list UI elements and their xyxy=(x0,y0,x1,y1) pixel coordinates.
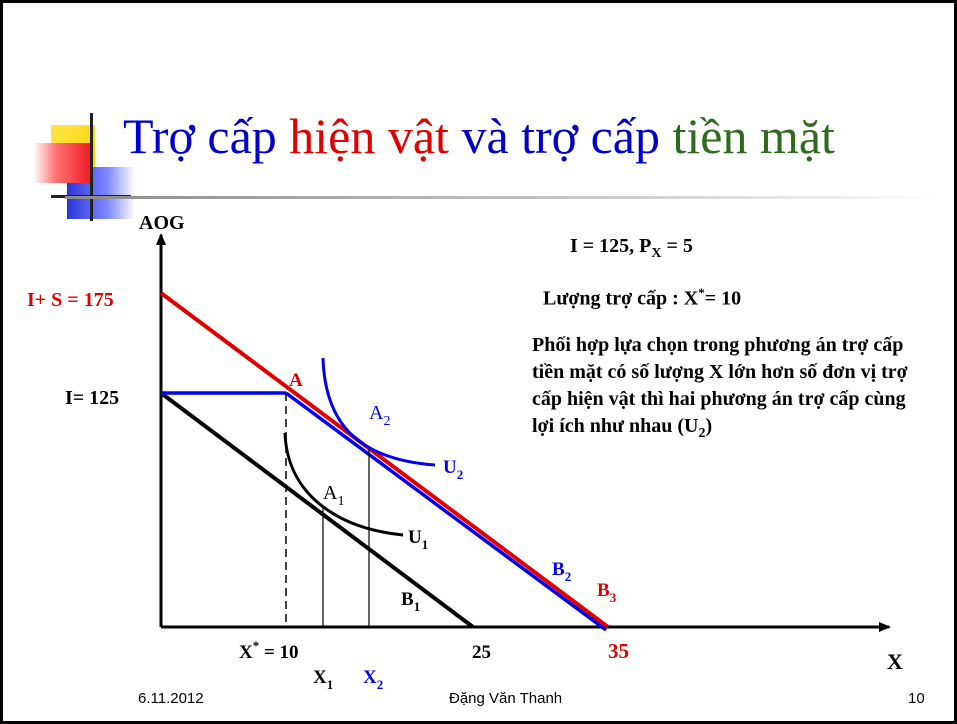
title-part-4: tiền mặt xyxy=(672,108,835,164)
tick-25-label: 25 xyxy=(472,642,491,663)
footer-author: Đặng Văn Thanh xyxy=(449,690,563,707)
indifference-curve-u1 xyxy=(283,432,404,537)
budget-line-b2 xyxy=(284,391,608,632)
slide-title: Trợ cấp hiện vật và trợ cấp tiền mặt xyxy=(123,111,835,161)
title-underline xyxy=(65,196,945,199)
x-axis-label: X xyxy=(887,649,903,674)
y-axis-label: AOG xyxy=(139,212,185,234)
footer-date: 6.11.2012 xyxy=(138,690,204,707)
budget-line-b3 xyxy=(159,291,610,629)
indifference-curve-u2 xyxy=(321,357,436,467)
title-part-2: hiện vật xyxy=(289,108,449,164)
xstar-tick-label: X* = 10 xyxy=(239,638,299,663)
point-a-label: A xyxy=(289,370,303,391)
info-line-subsidy: Lượng trợ cấp : X*= 10 xyxy=(543,285,742,310)
label-i-125: I= 125 xyxy=(65,387,119,409)
b2-label: B2 xyxy=(552,559,571,584)
x1-tick-label: X1 xyxy=(313,667,333,692)
info-line-income: I = 125, PX = 5 xyxy=(570,235,693,261)
deco-red-square xyxy=(33,143,91,183)
x2-tick-label: X2 xyxy=(363,667,383,692)
title-part-1: Trợ cấp xyxy=(123,108,290,164)
deco-vertical-line xyxy=(90,113,93,221)
b1-label: B1 xyxy=(401,589,420,614)
u2-label: U2 xyxy=(443,457,463,482)
point-a1-label: A1 xyxy=(323,482,344,509)
title-part-3: và trợ cấp xyxy=(448,108,673,164)
footer-page-number: 10 xyxy=(908,690,925,707)
info-paragraph: Phối hợp lựa chọn trong phương án trợ cấ… xyxy=(532,334,908,441)
b3-label: B3 xyxy=(597,580,617,605)
label-i-plus-s-175: I+ S = 175 xyxy=(27,289,114,311)
budget-line-b1 xyxy=(159,391,475,629)
budget-constraint-diagram: AOG X I+ S = 175 I= 125 A A2 A1 U2 U1 B2… xyxy=(27,212,903,692)
point-a2-label: A2 xyxy=(369,402,390,429)
tick-35-label: 35 xyxy=(608,639,629,663)
u1-label: U1 xyxy=(408,527,428,552)
